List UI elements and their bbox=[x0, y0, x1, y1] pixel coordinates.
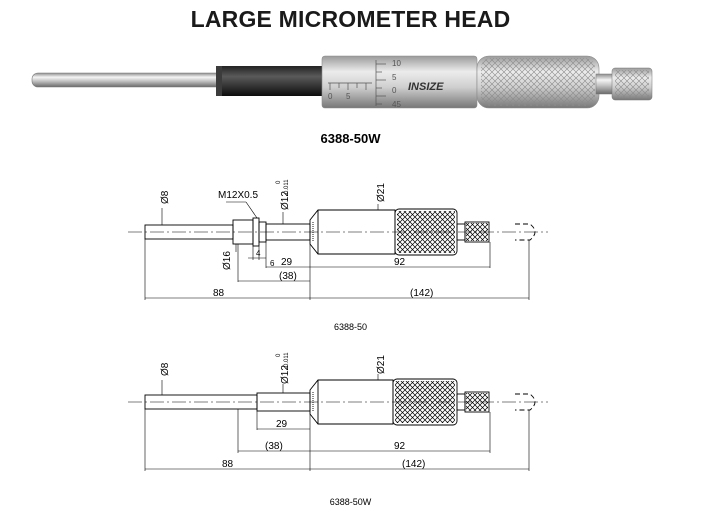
dim-29-label: 29 bbox=[276, 419, 288, 430]
sleeve-mark: 0 bbox=[328, 92, 333, 101]
thread-label: M12X0.5 bbox=[218, 190, 258, 201]
drawing-6388-50: Ø8 M12X0.5 Ø12 0 -0.011 Ø21 Ø16 4 6 29 (… bbox=[128, 179, 548, 300]
product-model: 6388-50W bbox=[320, 131, 381, 146]
sleeve-mark: 5 bbox=[346, 92, 351, 101]
scale-mark: 5 bbox=[392, 73, 397, 82]
dim-142-label: (142) bbox=[410, 288, 433, 299]
dim-92-label: 92 bbox=[394, 257, 406, 268]
dim-88-label: 88 bbox=[222, 459, 234, 470]
scale-mark: 0 bbox=[392, 86, 397, 95]
brand-logo: INSIZE bbox=[408, 81, 444, 93]
dim-38-label: (38) bbox=[279, 271, 297, 282]
nut-dia-label: Ø16 bbox=[222, 251, 233, 270]
drawing-caption: 6388-50 bbox=[333, 322, 368, 332]
micrometer-head-photo: 10 5 0 45 0 5 INSIZE bbox=[31, 55, 653, 109]
stem-tol-upper: 0 bbox=[276, 180, 282, 184]
dim-29-label: 29 bbox=[281, 257, 293, 268]
dim-6-label: 6 bbox=[270, 259, 275, 268]
drawing-6388-50w: Ø8 Ø12 0 -0.011 Ø21 29 (38) 92 88 (142) bbox=[128, 352, 548, 471]
stem-tol-lower: -0.011 bbox=[284, 179, 290, 196]
spindle-dia-label: Ø8 bbox=[160, 190, 171, 204]
stem-tol-lower: -0.011 bbox=[284, 352, 290, 369]
stem-dia-label: Ø12 bbox=[280, 365, 291, 384]
spindle-dia-label: Ø8 bbox=[160, 362, 171, 376]
dim-92-label: 92 bbox=[394, 441, 406, 452]
stem-dia-label: Ø12 bbox=[280, 191, 291, 210]
scale-mark: 10 bbox=[392, 59, 401, 68]
thimble-dia-label: Ø21 bbox=[376, 355, 387, 374]
thimble-dia-label: Ø21 bbox=[376, 183, 387, 202]
scale-mark: 45 bbox=[392, 100, 401, 109]
drawing-caption: 6388-50W bbox=[329, 497, 372, 507]
page-title: LARGE MICROMETER HEAD bbox=[190, 6, 511, 32]
dim-88-label: 88 bbox=[213, 288, 225, 299]
dim-4-label: 4 bbox=[256, 249, 261, 258]
dim-38-label: (38) bbox=[265, 441, 283, 452]
dim-142-label: (142) bbox=[402, 459, 425, 470]
stem-tol-upper: 0 bbox=[276, 353, 282, 357]
